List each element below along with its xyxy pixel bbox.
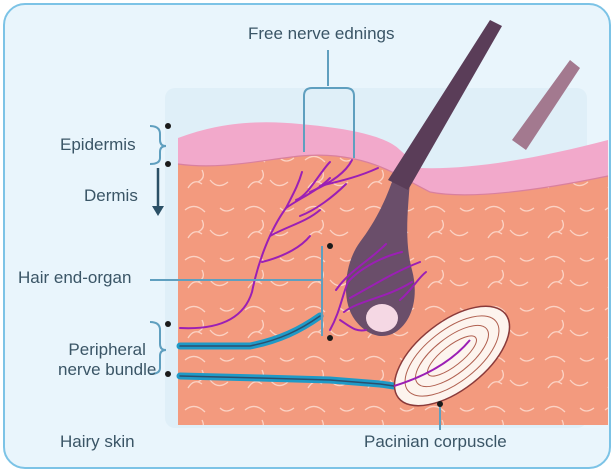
dermis-arrow-head [152, 206, 164, 216]
hair-end-organ-label: Hair end-organ [18, 268, 132, 287]
peripheral-nerve-bundle [176, 312, 398, 390]
dermis-label: Dermis [84, 186, 138, 205]
leader-lines [149, 50, 441, 430]
peripheral-nerve-bundle-label: Peripheral nerve bundle [58, 340, 156, 380]
hair-bulb [366, 304, 398, 332]
free-nerve-endings-label: Free nerve ednings [248, 24, 395, 43]
pacinian-corpuscle [393, 305, 511, 407]
second-hair-shaft [512, 60, 580, 150]
free-nerve-endings [179, 159, 379, 330]
peripheral-label-line1: Peripheral [68, 340, 146, 359]
marker-dots [165, 123, 443, 407]
hair-end-organ-nerves [329, 243, 427, 332]
hair-shaft [388, 20, 502, 190]
epidermis-edge [177, 154, 609, 196]
pacinian-corpuscle-label: Pacinian corpuscle [364, 432, 507, 451]
epidermis-layer [178, 122, 608, 195]
hair-follicle [345, 176, 415, 337]
hairy-skin-caption: Hairy skin [60, 432, 135, 451]
epidermis-label: Epidermis [60, 135, 136, 154]
peripheral-label-line2: nerve bundle [58, 360, 157, 379]
